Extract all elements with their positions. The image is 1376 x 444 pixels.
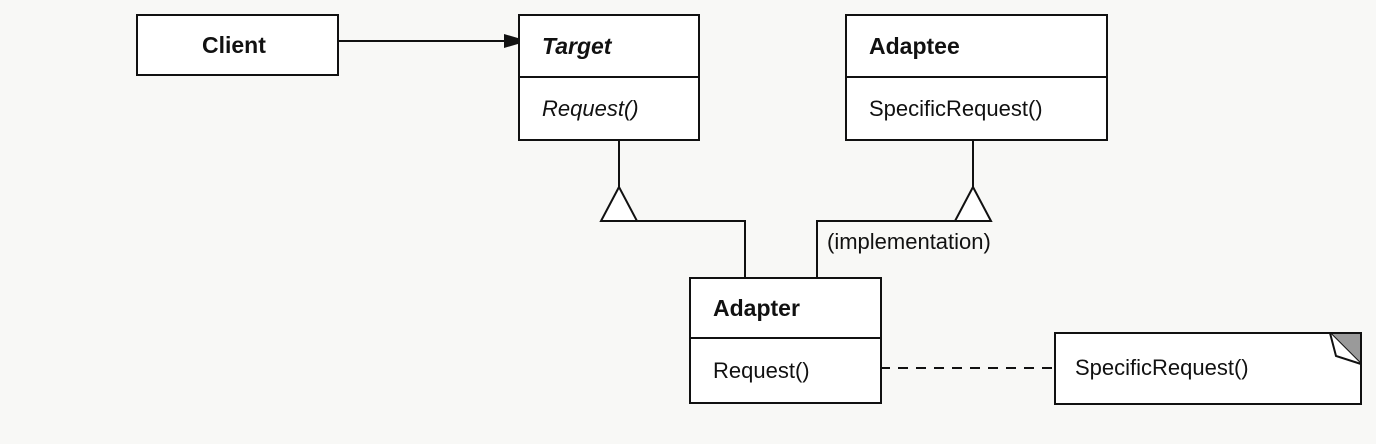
note-text: SpecificRequest() (1075, 355, 1249, 381)
client-class: Client (136, 14, 339, 76)
adaptee-divider (847, 76, 1106, 78)
adaptee-class-name: Adaptee (847, 16, 1106, 76)
adapter-to-target-line (619, 220, 746, 278)
note-fold-edge (1329, 332, 1362, 365)
adapter-divider (691, 337, 880, 339)
adapter-operation-text: Request() (713, 357, 810, 383)
adaptee-operations: SpecificRequest() (847, 78, 1106, 139)
adapter-to-adaptee-line (816, 220, 973, 278)
target-inheritance-triangle (599, 184, 639, 222)
adaptee-operation-text: SpecificRequest() (869, 95, 1043, 121)
target-operations: Request() (520, 78, 698, 139)
target-name-text: Target (542, 32, 612, 59)
implementation-label-text: (implementation) (827, 229, 991, 254)
target-class: Target Request() (518, 14, 700, 141)
adapter-class-name: Adapter (691, 279, 880, 337)
association-arrowhead (504, 34, 528, 48)
target-divider (520, 76, 698, 78)
note-box (1054, 332, 1362, 405)
adaptee-inheritance-triangle (953, 184, 993, 222)
implementation-label: (implementation) (827, 229, 991, 255)
client-class-name: Client (138, 16, 337, 74)
target-operation-text: Request() (542, 95, 639, 121)
target-class-name: Target (520, 16, 698, 76)
adapter-operations: Request() (691, 339, 880, 402)
client-name-text: Client (202, 31, 266, 58)
adapter-name-text: Adapter (713, 294, 800, 321)
note-text-content: SpecificRequest() (1075, 355, 1249, 380)
adaptee-class: Adaptee SpecificRequest() (845, 14, 1108, 141)
adapter-class: Adapter Request() (689, 277, 882, 404)
adaptee-name-text: Adaptee (869, 32, 960, 59)
